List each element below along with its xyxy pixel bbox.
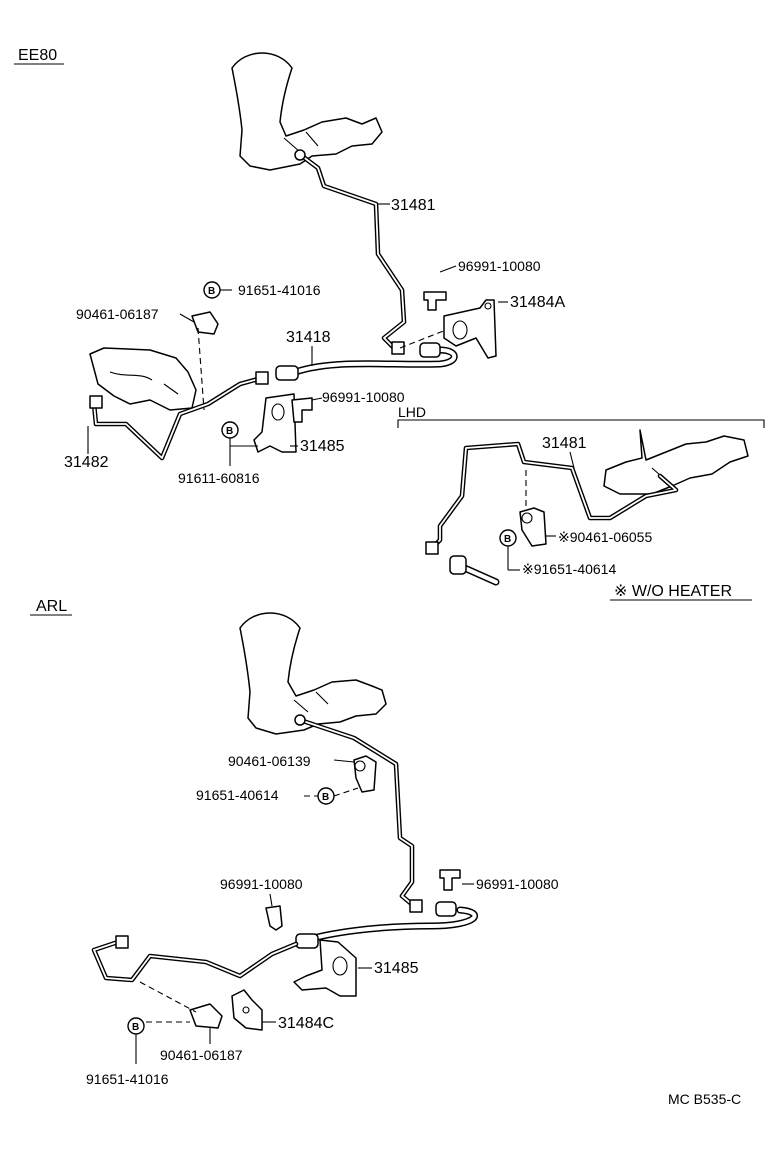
label-91651-40614: 91651-40614 <box>196 787 279 803</box>
hose-arl-fitting-left <box>295 933 319 949</box>
label-91651-41016-arl: 91651-41016 <box>86 1071 169 1087</box>
flare-nut-top <box>294 149 306 161</box>
bracket-31485 <box>253 393 297 453</box>
hose-end-fitting-left <box>275 365 299 381</box>
svg-text:B: B <box>132 1022 139 1033</box>
svg-text:B: B <box>322 792 329 803</box>
label-96991-10080-top: 96991-10080 <box>458 258 541 274</box>
section-title-lhd: LHD <box>398 404 426 420</box>
label-91611-60816: 91611-60816 <box>178 470 260 486</box>
bolt-marker-91651-40614-lhd: B <box>499 529 517 547</box>
label-31485: 31485 <box>300 438 345 455</box>
dashed-link-clip <box>197 327 205 411</box>
bolt-marker-91611-60816: B <box>221 421 239 439</box>
flare-nut-31481-lower <box>391 341 405 355</box>
pipe-arl-upper <box>297 717 417 909</box>
label-31418: 31418 <box>286 329 331 346</box>
label-90461-06139: 90461-06139 <box>228 753 311 769</box>
flare-nut-31482 <box>89 395 103 409</box>
dashed-link-31484a <box>399 329 447 349</box>
clip-90461-06139 <box>353 755 377 793</box>
note-wo-heater: ※ W/O HEATER <box>614 583 732 600</box>
section-title-ee80: EE80 <box>18 47 57 64</box>
lhd-frame <box>397 419 765 428</box>
label-96991-10080-arl-left: 96991-10080 <box>220 876 303 892</box>
label-31481-lhd: 31481 <box>542 435 587 452</box>
flare-nut-lhd <box>425 541 439 555</box>
label-91651-41016: 91651-41016 <box>238 282 321 298</box>
clip-96991-10080-mid <box>291 397 313 423</box>
section-ee80: EE80 <box>14 47 565 486</box>
label-96991-10080-mid: 96991-10080 <box>322 389 405 405</box>
label-90461-06055: ※90461-06055 <box>558 529 652 545</box>
svg-text:B: B <box>208 286 215 297</box>
label-31485-arl: 31485 <box>374 960 419 977</box>
label-90461-06187-arl: 90461-06187 <box>160 1047 243 1063</box>
hose-fitting-lhd <box>449 555 467 575</box>
label-91651-40614-lhd: ※91651-40614 <box>522 561 616 577</box>
label-31484a: 31484A <box>510 294 565 311</box>
clip-96991-10080-arl-left <box>265 905 283 931</box>
master-cylinder-ee80-detail <box>283 131 319 153</box>
clip-96991-10080-top <box>423 291 447 311</box>
master-cylinder-arl <box>239 612 387 735</box>
flare-nut-arl-lower <box>115 935 129 949</box>
label-31484c: 31484C <box>278 1015 334 1032</box>
diagram-reference-code: MC B535-C <box>668 1091 741 1107</box>
clip-90461-06055 <box>519 507 547 547</box>
master-cylinder-ee80 <box>231 52 383 171</box>
section-arl: ARL B <box>30 598 559 1087</box>
pipe-31481 <box>299 153 407 353</box>
transmission-housing-ee80 <box>89 347 197 411</box>
bracket-31484a <box>443 299 497 359</box>
bolt-marker-91651-41016: B <box>203 281 221 299</box>
section-title-arl: ARL <box>36 598 67 615</box>
svg-text:B: B <box>226 426 233 437</box>
hose-arl-fitting-right <box>435 901 457 917</box>
section-lhd: LHD B 31481 ※90461-06055 ※91651-40614 ※ … <box>397 404 765 601</box>
label-31482: 31482 <box>64 454 109 471</box>
clip-90461-06187-arl <box>189 1003 223 1029</box>
bracket-31485-arl <box>293 939 357 997</box>
flare-nut-arl-upper <box>409 899 423 913</box>
clip-90461-06187 <box>191 311 219 335</box>
hose-end-fitting-right <box>419 342 441 358</box>
label-90461-06187: 90461-06187 <box>76 306 159 322</box>
svg-text:B: B <box>504 534 511 545</box>
bracket-31484c <box>231 989 263 1031</box>
label-31481: 31481 <box>391 197 436 214</box>
bolt-marker-91651-41016-arl: B <box>127 1017 145 1035</box>
label-96991-10080-arl-right: 96991-10080 <box>476 876 559 892</box>
master-cylinder-lhd <box>603 429 749 495</box>
clip-96991-10080-arl-right <box>439 869 461 891</box>
flare-nut-31482-right <box>255 371 269 385</box>
bolt-marker-91651-40614: B <box>317 787 335 805</box>
